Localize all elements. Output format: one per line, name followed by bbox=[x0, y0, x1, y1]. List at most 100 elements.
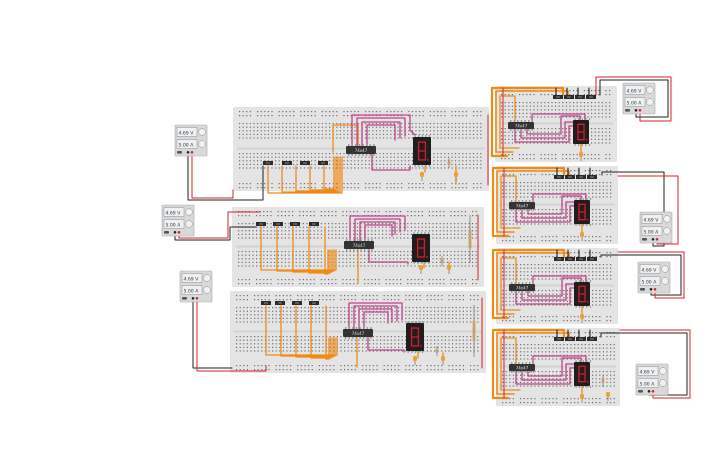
indicator-led[interactable] bbox=[454, 172, 458, 181]
push-button[interactable] bbox=[261, 301, 271, 305]
push-button[interactable] bbox=[263, 161, 273, 165]
resistor[interactable] bbox=[435, 346, 439, 356]
power-wire[interactable] bbox=[617, 251, 685, 299]
segment-wire[interactable] bbox=[353, 305, 398, 330]
power-switch[interactable] bbox=[182, 297, 187, 300]
ground-wire[interactable] bbox=[192, 298, 233, 369]
input-wire[interactable] bbox=[276, 226, 335, 272]
seven-segment-display[interactable] bbox=[413, 135, 431, 167]
segment-wire[interactable] bbox=[531, 113, 586, 123]
segment-wire[interactable] bbox=[366, 124, 396, 147]
decoder-chip[interactable]: 74x47 bbox=[509, 362, 535, 373]
power-supply[interactable]: 4.69 V5.00 A bbox=[161, 204, 195, 237]
negative-terminal[interactable] bbox=[649, 288, 653, 291]
power-supply[interactable]: 4.69 V5.00 A bbox=[639, 211, 673, 244]
current-knob[interactable] bbox=[203, 286, 211, 294]
segment-wire[interactable] bbox=[371, 153, 411, 171]
current-knob[interactable] bbox=[185, 220, 193, 228]
negative-terminal[interactable] bbox=[186, 151, 190, 154]
segment-wire[interactable] bbox=[356, 117, 406, 147]
segment-wire[interactable] bbox=[532, 275, 587, 285]
seven-segment-display[interactable] bbox=[573, 118, 591, 146]
push-button[interactable] bbox=[554, 257, 564, 261]
power-wire[interactable] bbox=[619, 329, 691, 399]
ground-wire[interactable] bbox=[601, 171, 665, 247]
input-wire[interactable] bbox=[265, 305, 338, 356]
indicator-led[interactable] bbox=[420, 172, 424, 181]
push-button[interactable] bbox=[587, 175, 597, 179]
input-wire[interactable] bbox=[260, 226, 337, 271]
segment-wire[interactable] bbox=[368, 248, 409, 265]
input-wire[interactable] bbox=[500, 337, 521, 391]
decoder-chip[interactable]: 74x47 bbox=[344, 239, 374, 251]
voltage-knob[interactable] bbox=[198, 128, 206, 136]
segment-wire[interactable] bbox=[515, 367, 575, 385]
input-wire[interactable] bbox=[495, 90, 569, 153]
input-wire[interactable] bbox=[280, 305, 336, 357]
input-wire[interactable] bbox=[500, 175, 521, 229]
push-button[interactable] bbox=[554, 337, 564, 341]
decoder-chip[interactable]: 74x47 bbox=[509, 200, 535, 211]
segment-wire[interactable] bbox=[358, 308, 393, 330]
segment-wire[interactable] bbox=[349, 215, 406, 242]
segment-wire[interactable] bbox=[526, 115, 581, 135]
input-wire[interactable] bbox=[309, 156, 337, 191]
input-wire[interactable] bbox=[292, 226, 333, 273]
segment-wire[interactable] bbox=[521, 363, 575, 381]
segment-wire[interactable] bbox=[527, 277, 582, 297]
power-supply[interactable]: 4.69 V5.00 A bbox=[179, 270, 213, 303]
indicator-led[interactable] bbox=[606, 392, 610, 401]
push-button[interactable] bbox=[587, 337, 597, 341]
voltage-knob[interactable] bbox=[659, 367, 667, 375]
input-wire[interactable] bbox=[295, 156, 339, 192]
power-supply[interactable]: 4.69 V5.00 A bbox=[635, 363, 669, 396]
power-switch[interactable] bbox=[625, 109, 630, 112]
resistor[interactable] bbox=[440, 256, 444, 266]
power-wire[interactable] bbox=[196, 298, 267, 372]
segment-wire[interactable] bbox=[359, 221, 396, 242]
seven-segment-display[interactable] bbox=[574, 280, 592, 308]
segment-wire[interactable] bbox=[521, 201, 575, 219]
segment-wire[interactable] bbox=[348, 302, 403, 330]
input-wire[interactable] bbox=[325, 305, 330, 360]
indicator-led[interactable] bbox=[579, 152, 583, 161]
current-knob[interactable] bbox=[661, 277, 669, 285]
indicator-led[interactable] bbox=[441, 356, 445, 365]
power-switch[interactable] bbox=[164, 231, 169, 234]
segment-wire[interactable] bbox=[527, 195, 582, 215]
ground-wire[interactable] bbox=[599, 79, 669, 118]
push-button[interactable] bbox=[554, 175, 564, 179]
decoder-chip[interactable]: 74x47 bbox=[509, 282, 535, 293]
power-supply[interactable]: 4.69 V5.00 A bbox=[637, 261, 671, 294]
push-button[interactable] bbox=[553, 95, 563, 99]
push-button[interactable] bbox=[275, 301, 285, 305]
input-wire[interactable] bbox=[295, 305, 334, 358]
push-button[interactable] bbox=[300, 161, 310, 165]
current-knob[interactable] bbox=[659, 379, 667, 387]
current-knob[interactable] bbox=[663, 227, 671, 235]
push-button[interactable] bbox=[290, 222, 300, 226]
input-wire[interactable] bbox=[496, 332, 570, 395]
indicator-led[interactable] bbox=[413, 356, 417, 365]
power-switch[interactable] bbox=[642, 238, 647, 241]
push-button[interactable] bbox=[256, 222, 266, 226]
segment-wire[interactable] bbox=[354, 218, 401, 242]
power-supply[interactable]: 4.69 V5.00 A bbox=[622, 82, 656, 115]
negative-terminal[interactable] bbox=[647, 390, 651, 393]
indicator-led[interactable] bbox=[447, 265, 451, 274]
segment-wire[interactable] bbox=[532, 193, 587, 203]
decoder-chip[interactable]: 74x47 bbox=[508, 120, 534, 131]
power-wire[interactable] bbox=[191, 152, 234, 199]
decoder-chip[interactable]: 74x47 bbox=[343, 327, 373, 339]
power-wire[interactable] bbox=[178, 211, 261, 239]
indicator-led[interactable] bbox=[580, 394, 584, 403]
resistor[interactable] bbox=[472, 305, 476, 357]
segment-wire[interactable] bbox=[361, 121, 401, 147]
input-wire[interactable] bbox=[323, 156, 335, 190]
segment-wire[interactable] bbox=[527, 357, 582, 377]
voltage-knob[interactable] bbox=[185, 208, 193, 216]
power-switch[interactable] bbox=[640, 288, 645, 291]
push-button[interactable] bbox=[586, 95, 596, 99]
push-button[interactable] bbox=[564, 95, 574, 99]
resistor[interactable] bbox=[468, 215, 472, 263]
